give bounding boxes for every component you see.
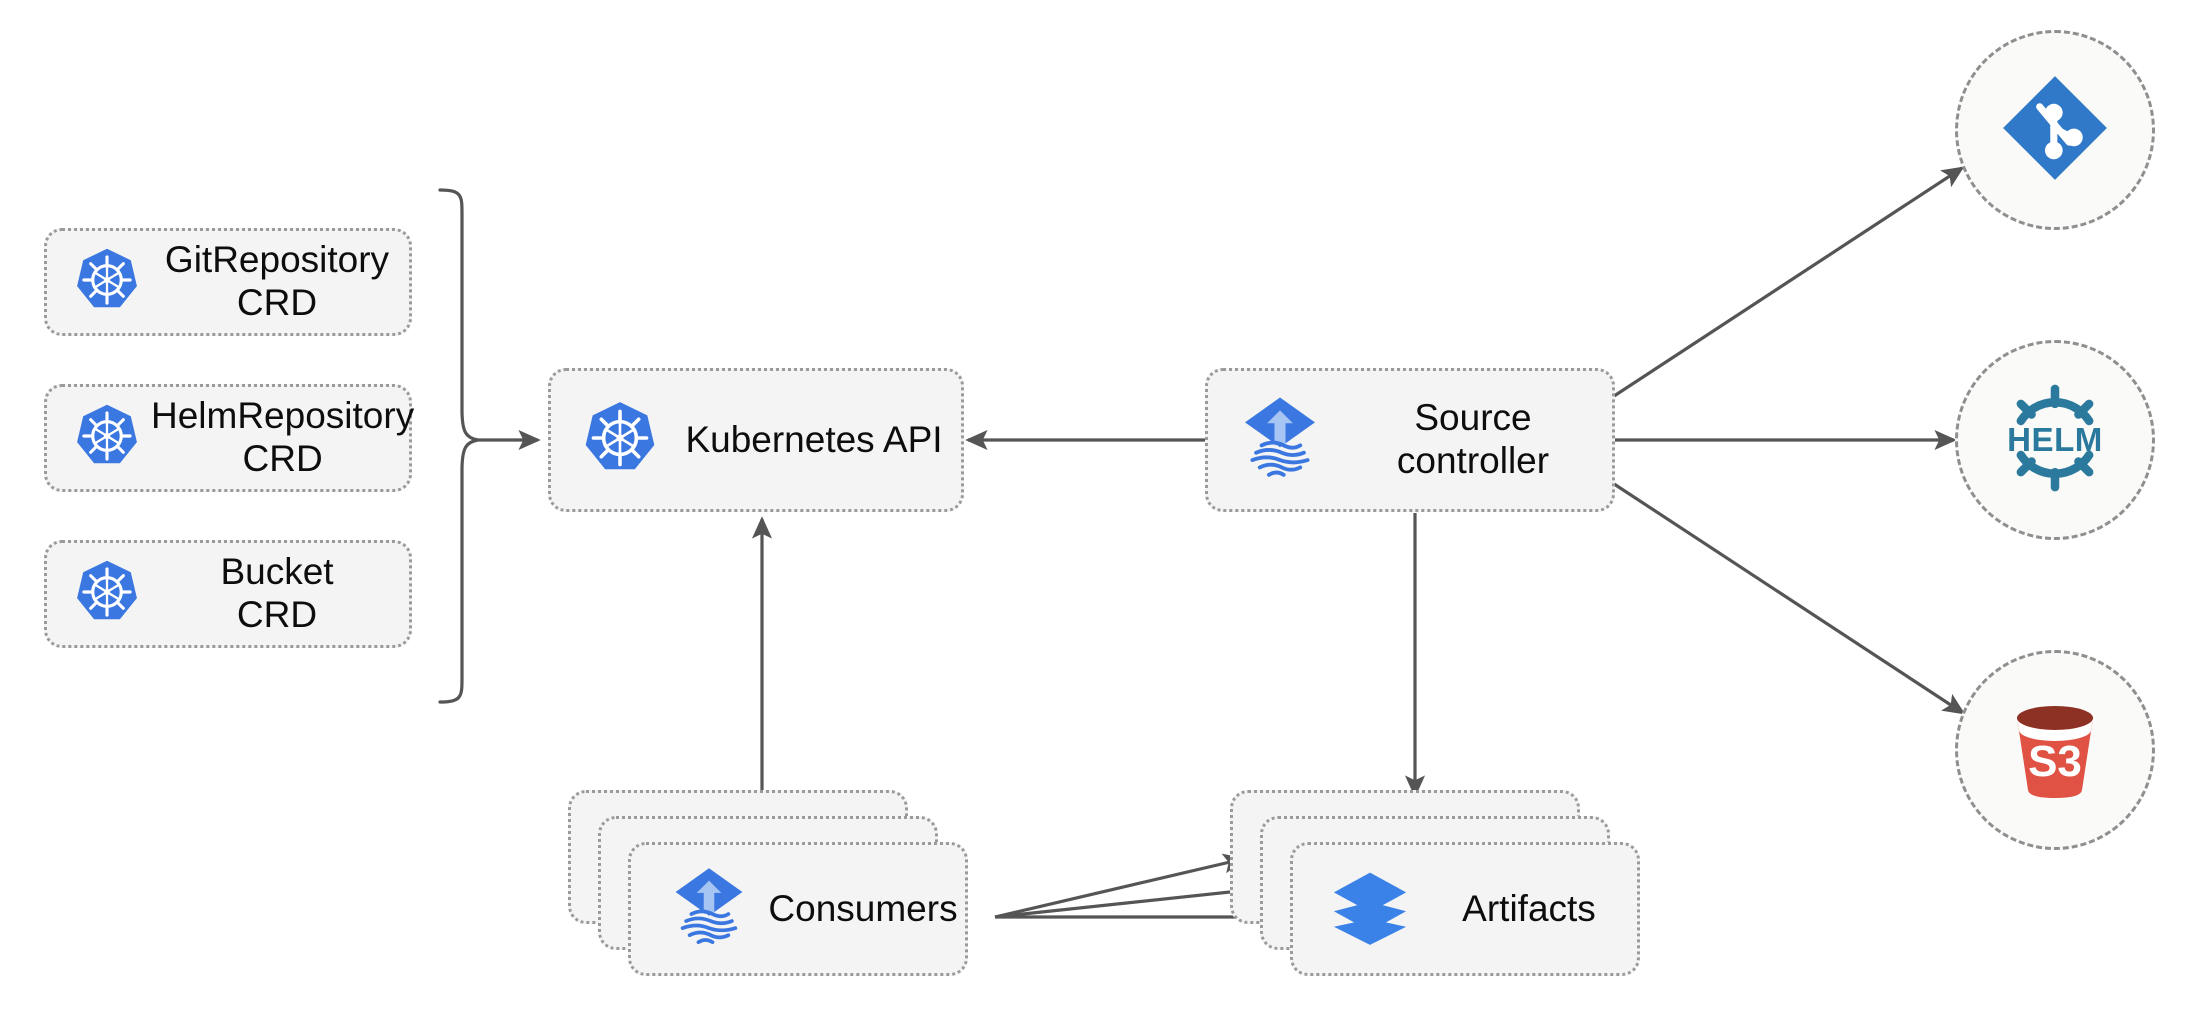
s3-bucket-icon: S3: [1995, 688, 2115, 813]
node-helm-source[interactable]: HELM: [1955, 340, 2155, 540]
helm-wordmark: HELM: [2007, 421, 2103, 458]
flux-icon: [665, 863, 753, 956]
crd-group-brace: [438, 188, 541, 704]
node-gitrepository-crd[interactable]: GitRepository CRD: [44, 228, 412, 336]
edge-source-to-git: [1607, 166, 1965, 402]
node-s3-source[interactable]: S3: [1955, 650, 2155, 850]
layers-icon: [1327, 864, 1413, 955]
node-label: Consumers: [768, 887, 958, 929]
stack-layer-front[interactable]: Artifacts: [1290, 842, 1640, 976]
kubernetes-icon: [73, 558, 141, 631]
node-kubernetes-api[interactable]: Kubernetes API: [548, 368, 964, 512]
node-helmrepository-crd[interactable]: HelmRepository CRD: [44, 384, 414, 492]
helm-icon: HELM: [1991, 374, 2119, 507]
node-consumers[interactable]: Consumers: [568, 790, 968, 980]
stack-layer-front[interactable]: Consumers: [628, 842, 968, 976]
node-label: Artifacts: [1462, 887, 1596, 929]
node-label: Bucket CRD: [220, 551, 334, 635]
node-source-controller[interactable]: Source controller: [1205, 368, 1615, 512]
node-label: Source controller: [1396, 397, 1550, 481]
edge-source-to-s3: [1607, 478, 1966, 715]
node-git-source[interactable]: [1955, 30, 2155, 230]
node-label: GitRepository CRD: [164, 239, 390, 323]
kubernetes-icon: [581, 399, 659, 482]
node-label: Kubernetes API: [685, 418, 943, 460]
edge-consumers-to-artifacts-1: [994, 853, 1246, 919]
node-bucket-crd[interactable]: Bucket CRD: [44, 540, 412, 648]
flux-icon: [1234, 392, 1326, 489]
git-icon: [1996, 69, 2114, 192]
node-label: HelmRepository CRD: [151, 395, 415, 479]
kubernetes-icon: [73, 402, 141, 475]
node-artifacts[interactable]: Artifacts: [1230, 790, 1640, 980]
kubernetes-icon: [73, 246, 141, 319]
s3-wordmark: S3: [2028, 737, 2082, 786]
